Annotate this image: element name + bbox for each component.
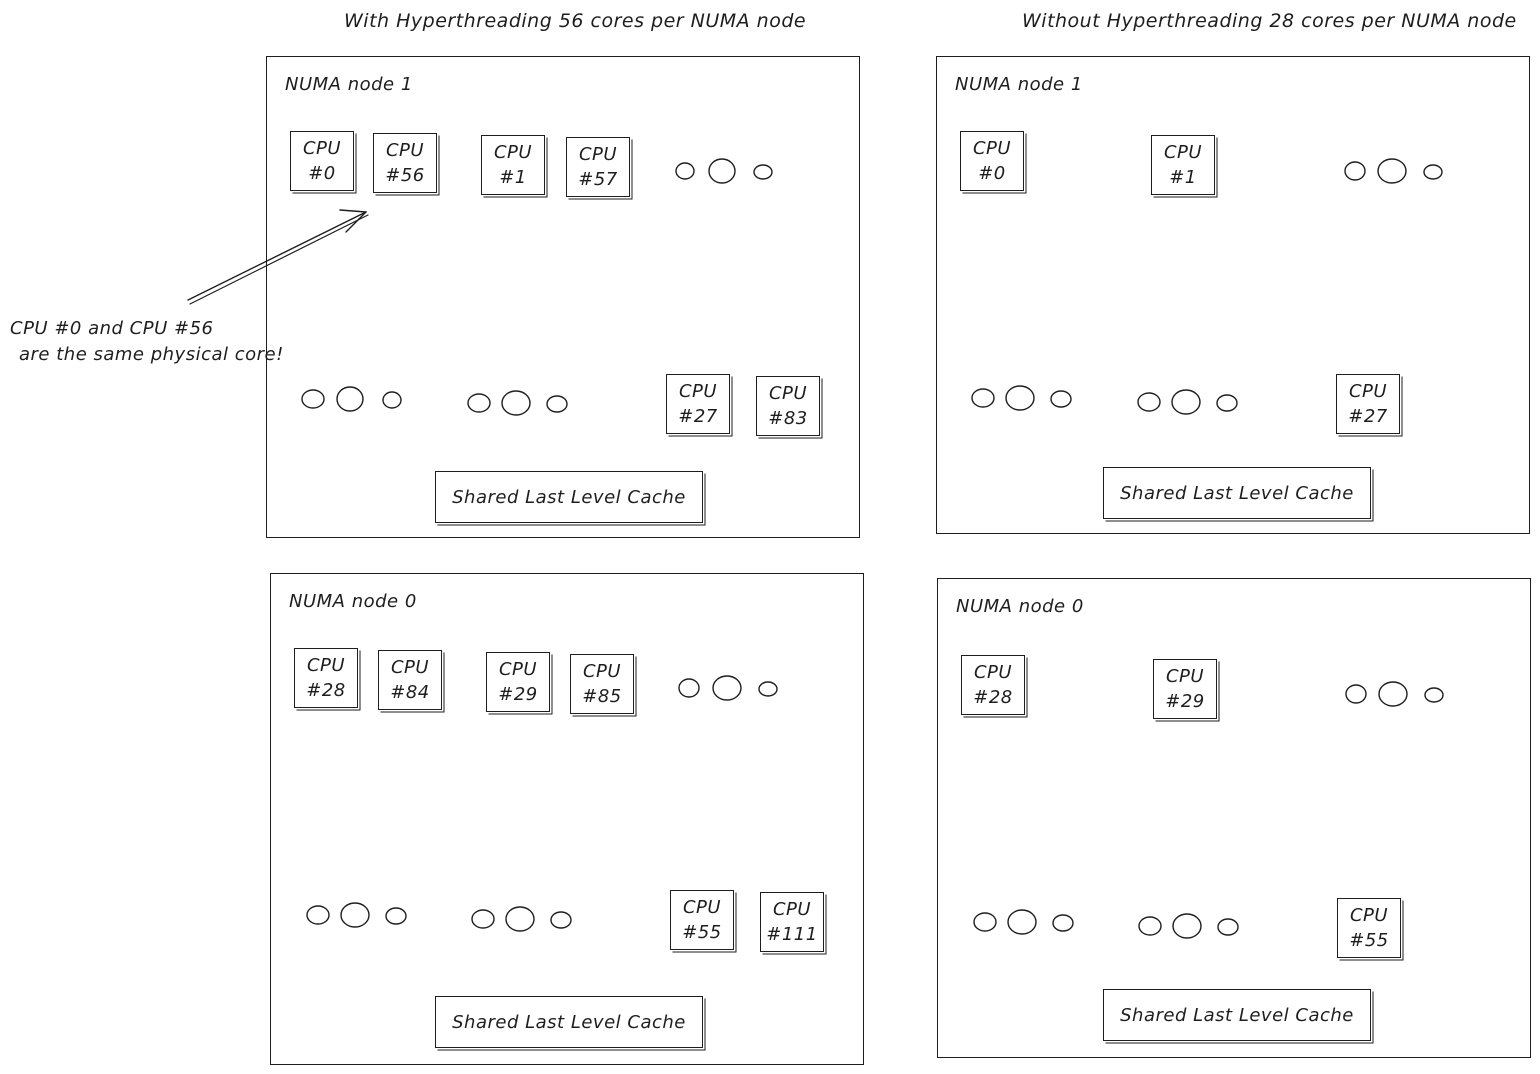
ellipsis-circles-icon (1138, 913, 1239, 939)
cpu-id: #29 (498, 684, 538, 705)
cpu-id: #55 (682, 922, 722, 943)
heading-without-hyperthreading: Without Hyperthreading 28 cores per NUMA… (1022, 10, 1517, 32)
cpu-box: CPU #27 (666, 374, 730, 434)
shared-cache-box: Shared Last Level Cache (435, 471, 703, 523)
cpu-id: #0 (308, 163, 336, 184)
cpu-id: #1 (1169, 167, 1197, 188)
cpu-box: CPU #84 (378, 650, 442, 710)
cpu-box: CPU #28 (294, 648, 358, 708)
ellipsis-circles-icon (973, 909, 1074, 935)
cpu-label: CPU (973, 662, 1013, 683)
cpu-id: #1 (499, 167, 527, 188)
cpu-id: #84 (390, 682, 430, 703)
cpu-label: CPU (1348, 381, 1388, 402)
heading-with-hyperthreading: With Hyperthreading 56 cores per NUMA no… (344, 10, 807, 32)
cpu-label: CPU (1165, 666, 1205, 687)
noht-numa-node-0-panel: NUMA node 0 CPU #28 CPU #29 CPU #55 Shar… (937, 578, 1531, 1058)
ellipsis-circles-icon (675, 158, 773, 184)
cpu-id: #28 (306, 680, 346, 701)
numa-node-title: NUMA node 1 (955, 74, 1083, 95)
annotation-note: CPU #0 and CPU #56 are the same physical… (10, 316, 284, 368)
cpu-id: #57 (578, 169, 618, 190)
numa-node-title: NUMA node 0 (956, 596, 1084, 617)
cpu-id: #85 (582, 686, 622, 707)
cpu-id: #27 (1348, 406, 1388, 427)
cpu-id: #56 (385, 165, 425, 186)
cpu-box: CPU #55 (1337, 898, 1401, 958)
ellipsis-circles-icon (306, 902, 407, 928)
ellipsis-circles-icon (301, 386, 402, 412)
cpu-label: CPU (302, 138, 342, 159)
cpu-id: #83 (768, 408, 808, 429)
cpu-box: CPU #85 (570, 654, 634, 714)
cpu-label: CPU (1349, 905, 1389, 926)
cpu-box: CPU #1 (481, 135, 545, 195)
cpu-box: CPU #27 (1336, 374, 1400, 434)
ellipsis-circles-icon (1345, 681, 1444, 707)
cpu-id: #27 (678, 406, 718, 427)
numa-node-title: NUMA node 0 (289, 591, 417, 612)
cpu-label: CPU (682, 897, 722, 918)
cpu-label: CPU (578, 144, 618, 165)
annotation-line-2: are the same physical core! (19, 344, 284, 365)
cpu-label: CPU (385, 140, 425, 161)
annotation-line-1: CPU #0 and CPU #56 (10, 318, 214, 339)
cpu-id: #28 (973, 687, 1013, 708)
ellipsis-circles-icon (471, 906, 572, 932)
cpu-label: CPU (582, 661, 622, 682)
cpu-box: CPU #0 (290, 131, 354, 191)
ellipsis-circles-icon (971, 385, 1072, 411)
cpu-label: CPU (1163, 142, 1203, 163)
ellipsis-circles-icon (467, 390, 568, 416)
cpu-box: CPU #29 (1153, 659, 1217, 719)
cpu-box: CPU #1 (1151, 135, 1215, 195)
cpu-box: CPU #83 (756, 376, 820, 436)
ellipsis-circles-icon (678, 675, 778, 701)
cpu-label: CPU (493, 142, 533, 163)
cpu-box: CPU #29 (486, 652, 550, 712)
cpu-id: #0 (978, 163, 1006, 184)
cpu-box: CPU #55 (670, 890, 734, 950)
ht-numa-node-0-panel: NUMA node 0 CPU #28 CPU #84 CPU #29 CPU … (270, 573, 864, 1065)
shared-cache-box: Shared Last Level Cache (1103, 467, 1371, 519)
cpu-id: #111 (766, 924, 818, 945)
cpu-box: CPU #28 (961, 655, 1025, 715)
cpu-label: CPU (678, 381, 718, 402)
noht-numa-node-1-panel: NUMA node 1 CPU #0 CPU #1 CPU #27 Shared… (936, 56, 1530, 534)
numa-node-title: NUMA node 1 (285, 74, 413, 95)
cpu-box: CPU #111 (760, 892, 824, 952)
ellipsis-circles-icon (1137, 389, 1238, 415)
cpu-label: CPU (390, 657, 430, 678)
cpu-label: CPU (768, 383, 808, 404)
cpu-label: CPU (498, 659, 538, 680)
cpu-box: CPU #56 (373, 133, 437, 193)
shared-cache-box: Shared Last Level Cache (435, 996, 703, 1048)
cpu-id: #29 (1165, 691, 1205, 712)
shared-cache-box: Shared Last Level Cache (1103, 989, 1371, 1041)
cpu-label: CPU (972, 138, 1012, 159)
cpu-box: CPU #57 (566, 137, 630, 197)
ellipsis-circles-icon (1344, 158, 1443, 184)
cpu-box: CPU #0 (960, 131, 1024, 191)
cpu-id: #55 (1349, 930, 1389, 951)
ht-numa-node-1-panel: NUMA node 1 CPU #0 CPU #56 CPU #1 CPU #5… (266, 56, 860, 538)
cpu-label: CPU (306, 655, 346, 676)
cpu-label: CPU (772, 899, 812, 920)
